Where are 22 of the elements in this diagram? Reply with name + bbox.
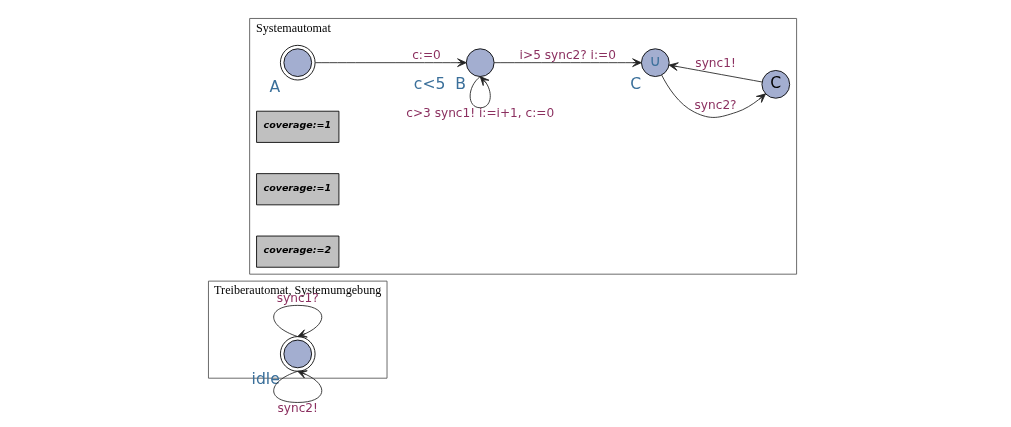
node-label: C — [629, 75, 641, 94]
node-label: c<5 B — [413, 75, 466, 94]
arrow — [469, 76, 491, 109]
edge-label: c:=0 — [411, 48, 441, 63]
node-circle: ∪ — [640, 48, 670, 77]
node-circle — [465, 48, 494, 77]
arrow — [272, 304, 322, 338]
arrow — [272, 370, 322, 403]
arrow — [314, 58, 467, 67]
edge-label: sync2? — [694, 97, 737, 112]
node-circle: C — [761, 70, 790, 99]
arrow — [660, 74, 766, 118]
edge-label: c>3 sync1! i:=i+1, c:=0 — [405, 106, 554, 121]
arrow — [493, 58, 642, 67]
node-box: coverage:=1 — [255, 173, 339, 206]
edge-label: sync2! — [277, 401, 318, 416]
edge-label: sync1! — [694, 56, 736, 71]
node-box: coverage:=1 — [255, 110, 339, 143]
node-label: A — [268, 78, 280, 97]
arrow — [668, 62, 762, 83]
node-box: coverage:=2 — [255, 235, 339, 268]
edge-label: i>5 sync2? i:=0 — [519, 48, 616, 63]
